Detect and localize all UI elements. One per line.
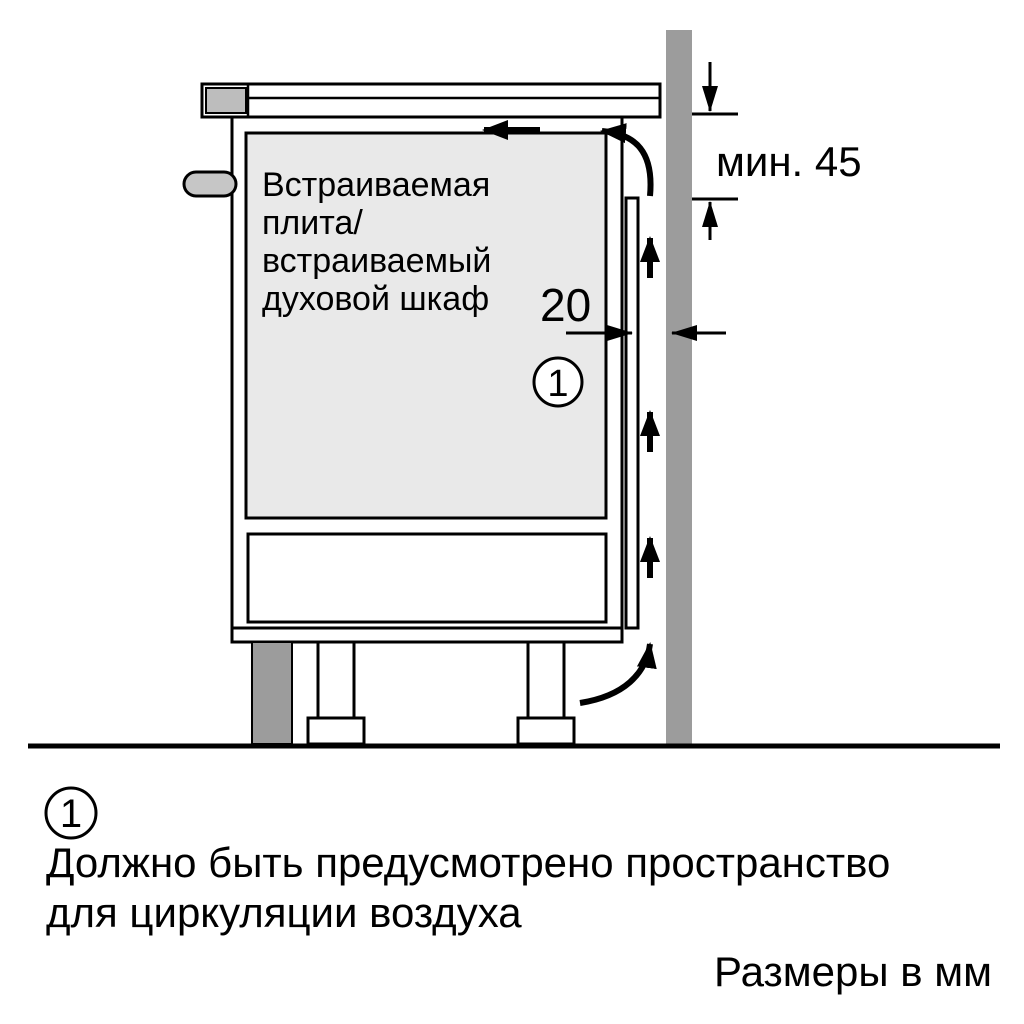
appliance-label-line2: плита/ (262, 204, 363, 242)
airflow-curve-bottom-icon (579, 642, 657, 706)
footnote-marker-number: 1 (60, 792, 82, 836)
footnote-text-line2: для циркуляции воздуха (46, 889, 522, 936)
air-gap-panel (624, 196, 640, 630)
drawer-front (246, 532, 608, 624)
right-leg (526, 640, 566, 720)
oven-front-panel (244, 131, 608, 520)
dim-20-label: 20 (540, 279, 591, 331)
right-foot (516, 716, 576, 746)
oven-handle (182, 170, 238, 198)
countertop-end-cap (205, 87, 247, 114)
footnote-marker-circle (44, 786, 98, 840)
plinth-panel (251, 641, 293, 745)
units-note: Размеры в мм (714, 948, 992, 995)
wall (666, 30, 692, 744)
appliance-label-line4: духовой шкаф (262, 280, 489, 318)
callout-number: 1 (547, 363, 568, 405)
dim-min45-label: мин. 45 (716, 138, 862, 185)
airflow-curve-top-icon (600, 123, 654, 197)
callout-circle (532, 356, 584, 408)
appliance-label-line3: встраиваемый (262, 242, 491, 280)
left-leg (316, 640, 356, 720)
appliance-label-line1: Встраиваемая (262, 166, 490, 204)
countertop (200, 82, 662, 119)
left-foot (306, 716, 366, 746)
cabinet-base (230, 626, 624, 644)
footnote-text-line1: Должно быть предусмотрено пространство (46, 839, 890, 886)
